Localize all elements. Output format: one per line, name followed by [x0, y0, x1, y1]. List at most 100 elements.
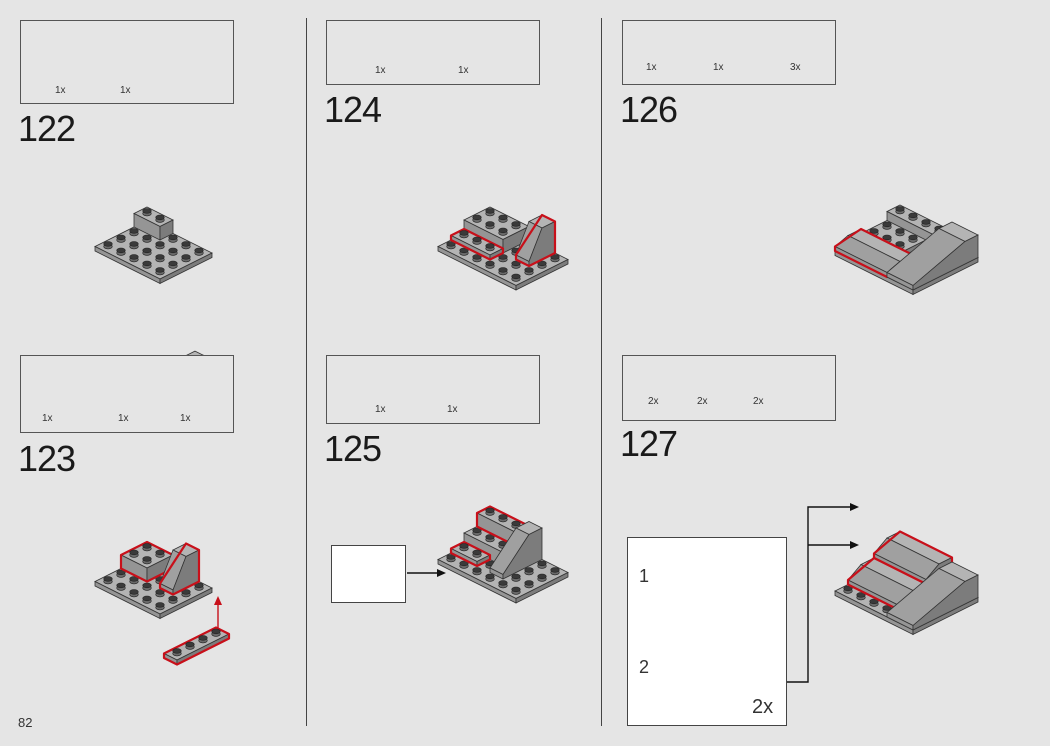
part-qty: 1x	[713, 62, 724, 73]
new-plate-1x4-highlight-outline	[162, 626, 231, 666]
stud	[446, 241, 456, 247]
stud	[181, 241, 191, 247]
part-qty: 1x	[180, 413, 191, 424]
part-qty: 2x	[697, 396, 708, 407]
stud	[511, 520, 521, 527]
parts-list-127	[622, 355, 836, 421]
stud	[211, 628, 221, 635]
stud	[921, 219, 931, 225]
parts-list-123	[20, 355, 234, 433]
part-qty: 1x	[646, 62, 657, 73]
stud	[472, 214, 482, 221]
stud	[498, 580, 508, 586]
model-125-side	[502, 527, 543, 580]
stud	[472, 236, 482, 243]
model-122-side	[159, 219, 174, 241]
part-qty: 1x	[375, 404, 386, 415]
parts-list-124	[326, 20, 540, 85]
stud	[485, 573, 495, 580]
stud	[869, 598, 879, 605]
stud	[168, 247, 178, 254]
subassembly-multiplier: 2x	[752, 696, 774, 718]
model-125-side	[515, 571, 569, 604]
stud	[142, 582, 152, 589]
part-qty: 1x	[42, 413, 53, 424]
stud	[142, 247, 152, 254]
stud	[116, 247, 126, 254]
callout-box	[331, 545, 406, 603]
stud	[485, 260, 495, 267]
stud	[472, 254, 482, 260]
stud	[882, 234, 892, 241]
stud	[537, 573, 547, 580]
step-number: 122	[18, 108, 76, 149]
stud	[550, 567, 560, 573]
stud	[472, 527, 482, 534]
attach-arrow-head	[850, 541, 859, 549]
stud	[142, 556, 152, 562]
step-number: 127	[620, 423, 678, 464]
model-127-side	[912, 574, 979, 631]
stud	[498, 267, 508, 273]
stud	[537, 560, 547, 567]
model-123-highlight-outline	[158, 542, 201, 596]
stud	[485, 221, 495, 227]
stud	[168, 595, 178, 602]
stud	[472, 567, 482, 573]
column-divider	[306, 18, 307, 726]
stud	[198, 635, 208, 641]
column-divider	[601, 18, 602, 726]
stud	[155, 267, 165, 273]
model-125-highlight-outline	[449, 540, 492, 568]
parts-list-122	[20, 20, 234, 104]
stud	[485, 534, 495, 540]
part-qty: 1x	[375, 65, 386, 76]
stud	[498, 514, 508, 520]
stud	[142, 543, 152, 549]
stud	[129, 549, 139, 556]
stud	[498, 254, 508, 260]
subassembly-box	[627, 537, 787, 726]
stud	[895, 206, 905, 212]
stud	[129, 241, 139, 247]
stud	[103, 241, 113, 247]
stud	[843, 585, 853, 592]
stud	[155, 602, 165, 608]
stud	[155, 549, 165, 556]
stud	[882, 221, 892, 228]
stud	[181, 589, 191, 595]
parts-list-125	[326, 355, 540, 424]
stud	[155, 589, 165, 595]
part-qty: 1x	[55, 85, 66, 96]
stud	[103, 576, 113, 582]
stud	[129, 576, 139, 582]
step-number: 126	[620, 89, 678, 130]
stud	[908, 212, 918, 219]
stud	[116, 569, 126, 576]
model-122-side	[159, 252, 213, 285]
stud	[181, 254, 191, 260]
stud	[459, 543, 469, 549]
model-124-side	[515, 258, 569, 291]
stud	[459, 230, 469, 236]
stud	[524, 567, 534, 573]
page-number: 82	[18, 715, 33, 730]
sub-step-number: 2	[639, 657, 650, 677]
stud	[511, 273, 521, 280]
stud	[856, 592, 866, 598]
attach-arrow-head	[850, 503, 859, 511]
stud	[142, 595, 152, 602]
part-qty: 1x	[458, 65, 469, 76]
stud	[472, 549, 482, 556]
stud	[194, 247, 204, 254]
stud	[895, 228, 905, 234]
part-qty: 1x	[447, 404, 458, 415]
stud	[511, 221, 521, 227]
step-number: 123	[18, 438, 76, 479]
stud	[485, 507, 495, 514]
model-124-highlight-outline	[514, 213, 557, 268]
stud	[869, 228, 879, 234]
stud	[524, 580, 534, 586]
part-qty: 3x	[790, 62, 801, 73]
stud	[155, 241, 165, 247]
